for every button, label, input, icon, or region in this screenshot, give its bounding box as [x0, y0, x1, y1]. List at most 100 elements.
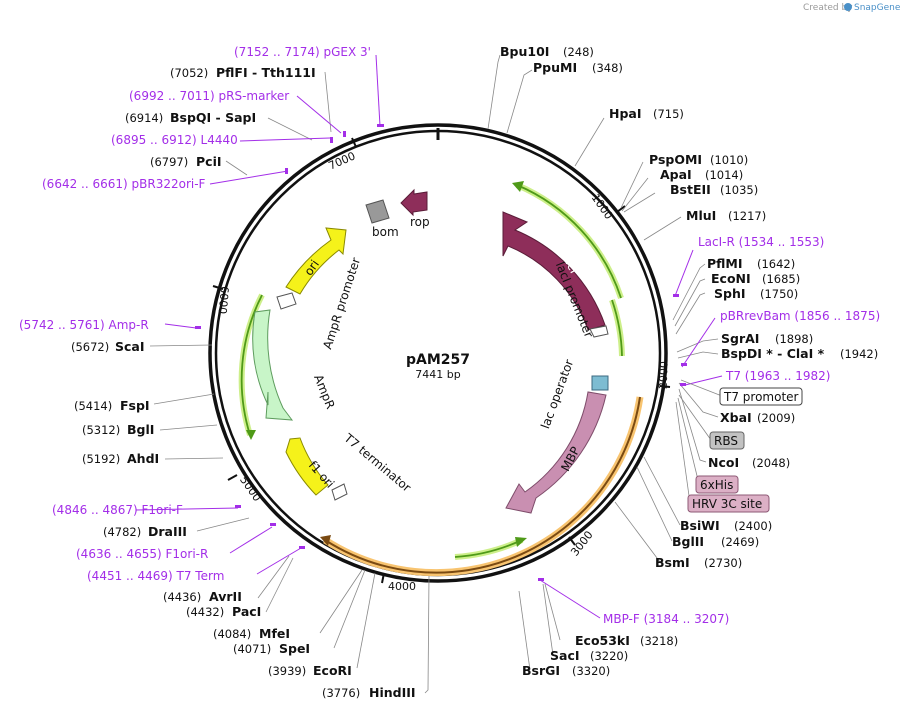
enzyme-name: BglI [127, 422, 154, 437]
tick-6000: 6000 [216, 286, 231, 315]
orf-arc-lacI-head [512, 181, 524, 192]
tick-4000: 4000 [388, 580, 416, 593]
enzyme-pos: (5414) [74, 399, 112, 413]
enzyme-name: PacI [232, 604, 261, 619]
feature-T7-terminator-arrow [331, 483, 348, 501]
enzyme-name: BspDI * - ClaI * [721, 346, 825, 361]
enzyme-pos: (4432) [186, 605, 224, 619]
credit-brand: SnapGene [854, 3, 901, 13]
orf-arc-lacI2 [611, 299, 623, 357]
t7-promoter-box-label: T7 promoter [723, 390, 799, 404]
primer-label: (6992 .. 7011) pRS-marker [129, 89, 289, 103]
feature-MBP[interactable] [505, 391, 607, 514]
enzyme-name: SacI [550, 648, 580, 663]
enzyme-name: PciI [196, 154, 222, 169]
snapgene-logo-icon [844, 3, 852, 11]
plasmid-length: 7441 bp [415, 368, 460, 381]
feature-boxes: T7 promoter RBS 6xHis HRV 3C site [687, 387, 803, 513]
primer-label: (4846 .. 4867) F1ori-F [52, 503, 183, 517]
enzyme-name: AvrII [209, 589, 242, 604]
enzyme-pos: (4084) [213, 627, 251, 641]
enzyme-pos: (1217) [728, 209, 766, 223]
enzyme-name: PflMI [707, 256, 743, 271]
enzyme-pos: (7052) [170, 66, 208, 80]
enzyme-pos: (5672) [71, 340, 109, 354]
orf-arc-bottom-head [515, 537, 527, 547]
feature-AmpR-label: AmpR [311, 372, 337, 410]
enzyme-pos: (1898) [775, 332, 813, 346]
scale-ticks [212, 137, 671, 584]
enzyme-name: ApaI [660, 167, 692, 182]
feature-bom[interactable] [365, 199, 390, 224]
primer-label: (5742 .. 5761) Amp-R [19, 318, 149, 332]
primer-label: pBRrevBam (1856 .. 1875) [720, 309, 880, 323]
primer-leader-lines [135, 54, 723, 619]
enzyme-name: FspI [120, 398, 150, 413]
enzyme-name: PpuMI [533, 60, 577, 75]
enzyme-name: ScaI [115, 339, 145, 354]
enzyme-pos: (3320) [572, 664, 610, 678]
primer-labels: (7152 .. 7174) pGEX 3' (6992 .. 7011) pR… [19, 45, 880, 626]
enzyme-pos: (3220) [590, 649, 628, 663]
feature-f1-ori-head [292, 438, 300, 452]
enzyme-pos: (5312) [82, 423, 120, 437]
enzyme-name: BsrGI [522, 663, 560, 678]
primer-label: (6895 .. 6912) L4440 [111, 133, 238, 147]
enzyme-pos: (6914) [125, 111, 163, 125]
feature-lac-operator[interactable] [591, 375, 609, 391]
enzyme-pos: (3218) [640, 634, 678, 648]
enzyme-pos: (715) [653, 107, 684, 121]
primer-label: T7 (1963 .. 1982) [725, 369, 830, 383]
rbs-box [709, 431, 745, 450]
orf-arc-ampr [240, 294, 263, 436]
enzyme-name: BglII [672, 534, 704, 549]
enzyme-name: BstEII [670, 182, 711, 197]
feature-AmpR-promoter-arrow [276, 292, 297, 310]
enzyme-name: SpeI [279, 641, 310, 656]
enzyme-name: XbaI [720, 410, 752, 425]
feature-lacI-promoter-arrow [589, 325, 609, 338]
primer-label: (6642 .. 6661) pBR322ori-F [42, 177, 206, 191]
enzyme-pos: (1035) [720, 183, 758, 197]
orf-arc-bottom-glow [454, 537, 524, 560]
primer-markers [195, 124, 687, 581]
feature-AmpR-promoter-label: AmpR promoter [320, 256, 363, 351]
enzyme-pos: (2469) [721, 535, 759, 549]
enzyme-pos: (2009) [757, 411, 795, 425]
orf-arc-lacI2-glow [609, 299, 625, 357]
enzyme-name: PspOMI [649, 152, 702, 167]
enzyme-name: AhdI [127, 451, 159, 466]
enzyme-name: DraIII [148, 524, 187, 539]
enzyme-name: HindIII [369, 685, 416, 700]
enzyme-name: SgrAI [721, 331, 759, 346]
enzyme-name: BspQI - SapI [170, 110, 256, 125]
feature-bom-label: bom [372, 225, 399, 239]
tick-5000: 5000 [237, 474, 264, 504]
enzyme-name: HpaI [609, 106, 642, 121]
feature-AmpR[interactable] [252, 309, 294, 421]
enzyme-name: EcoRI [313, 663, 352, 678]
his-tag-box-label: 6xHis [700, 478, 733, 492]
enzyme-name: SphI [714, 286, 746, 301]
enzyme-pos: (6797) [150, 155, 188, 169]
box-leader-lines [675, 379, 723, 504]
primer-label: LacI-R (1534 .. 1553) [698, 235, 824, 249]
primer-label: (4451 .. 4469) T7 Term [87, 569, 224, 583]
enzyme-pos: (4436) [163, 590, 201, 604]
feature-rop[interactable] [400, 188, 428, 217]
enzyme-pos: (248) [563, 45, 594, 59]
enzyme-pos: (2400) [734, 519, 772, 533]
feature-lacI[interactable] [502, 211, 606, 331]
feature-f1-ori[interactable] [285, 437, 329, 496]
enzyme-name: EcoNI [711, 271, 751, 286]
enzyme-name: BsmI [655, 555, 690, 570]
feature-lac-operator-label: lac operator [538, 357, 576, 430]
enzyme-pos: (2730) [704, 556, 742, 570]
t7-promoter-box [719, 387, 803, 406]
enzyme-name: BsiWI [680, 518, 720, 533]
credit-prefix: Created by [803, 3, 853, 13]
enzyme-pos: (1685) [762, 272, 800, 286]
feature-ori[interactable] [285, 227, 347, 295]
enzyme-pos: (1642) [757, 257, 795, 271]
